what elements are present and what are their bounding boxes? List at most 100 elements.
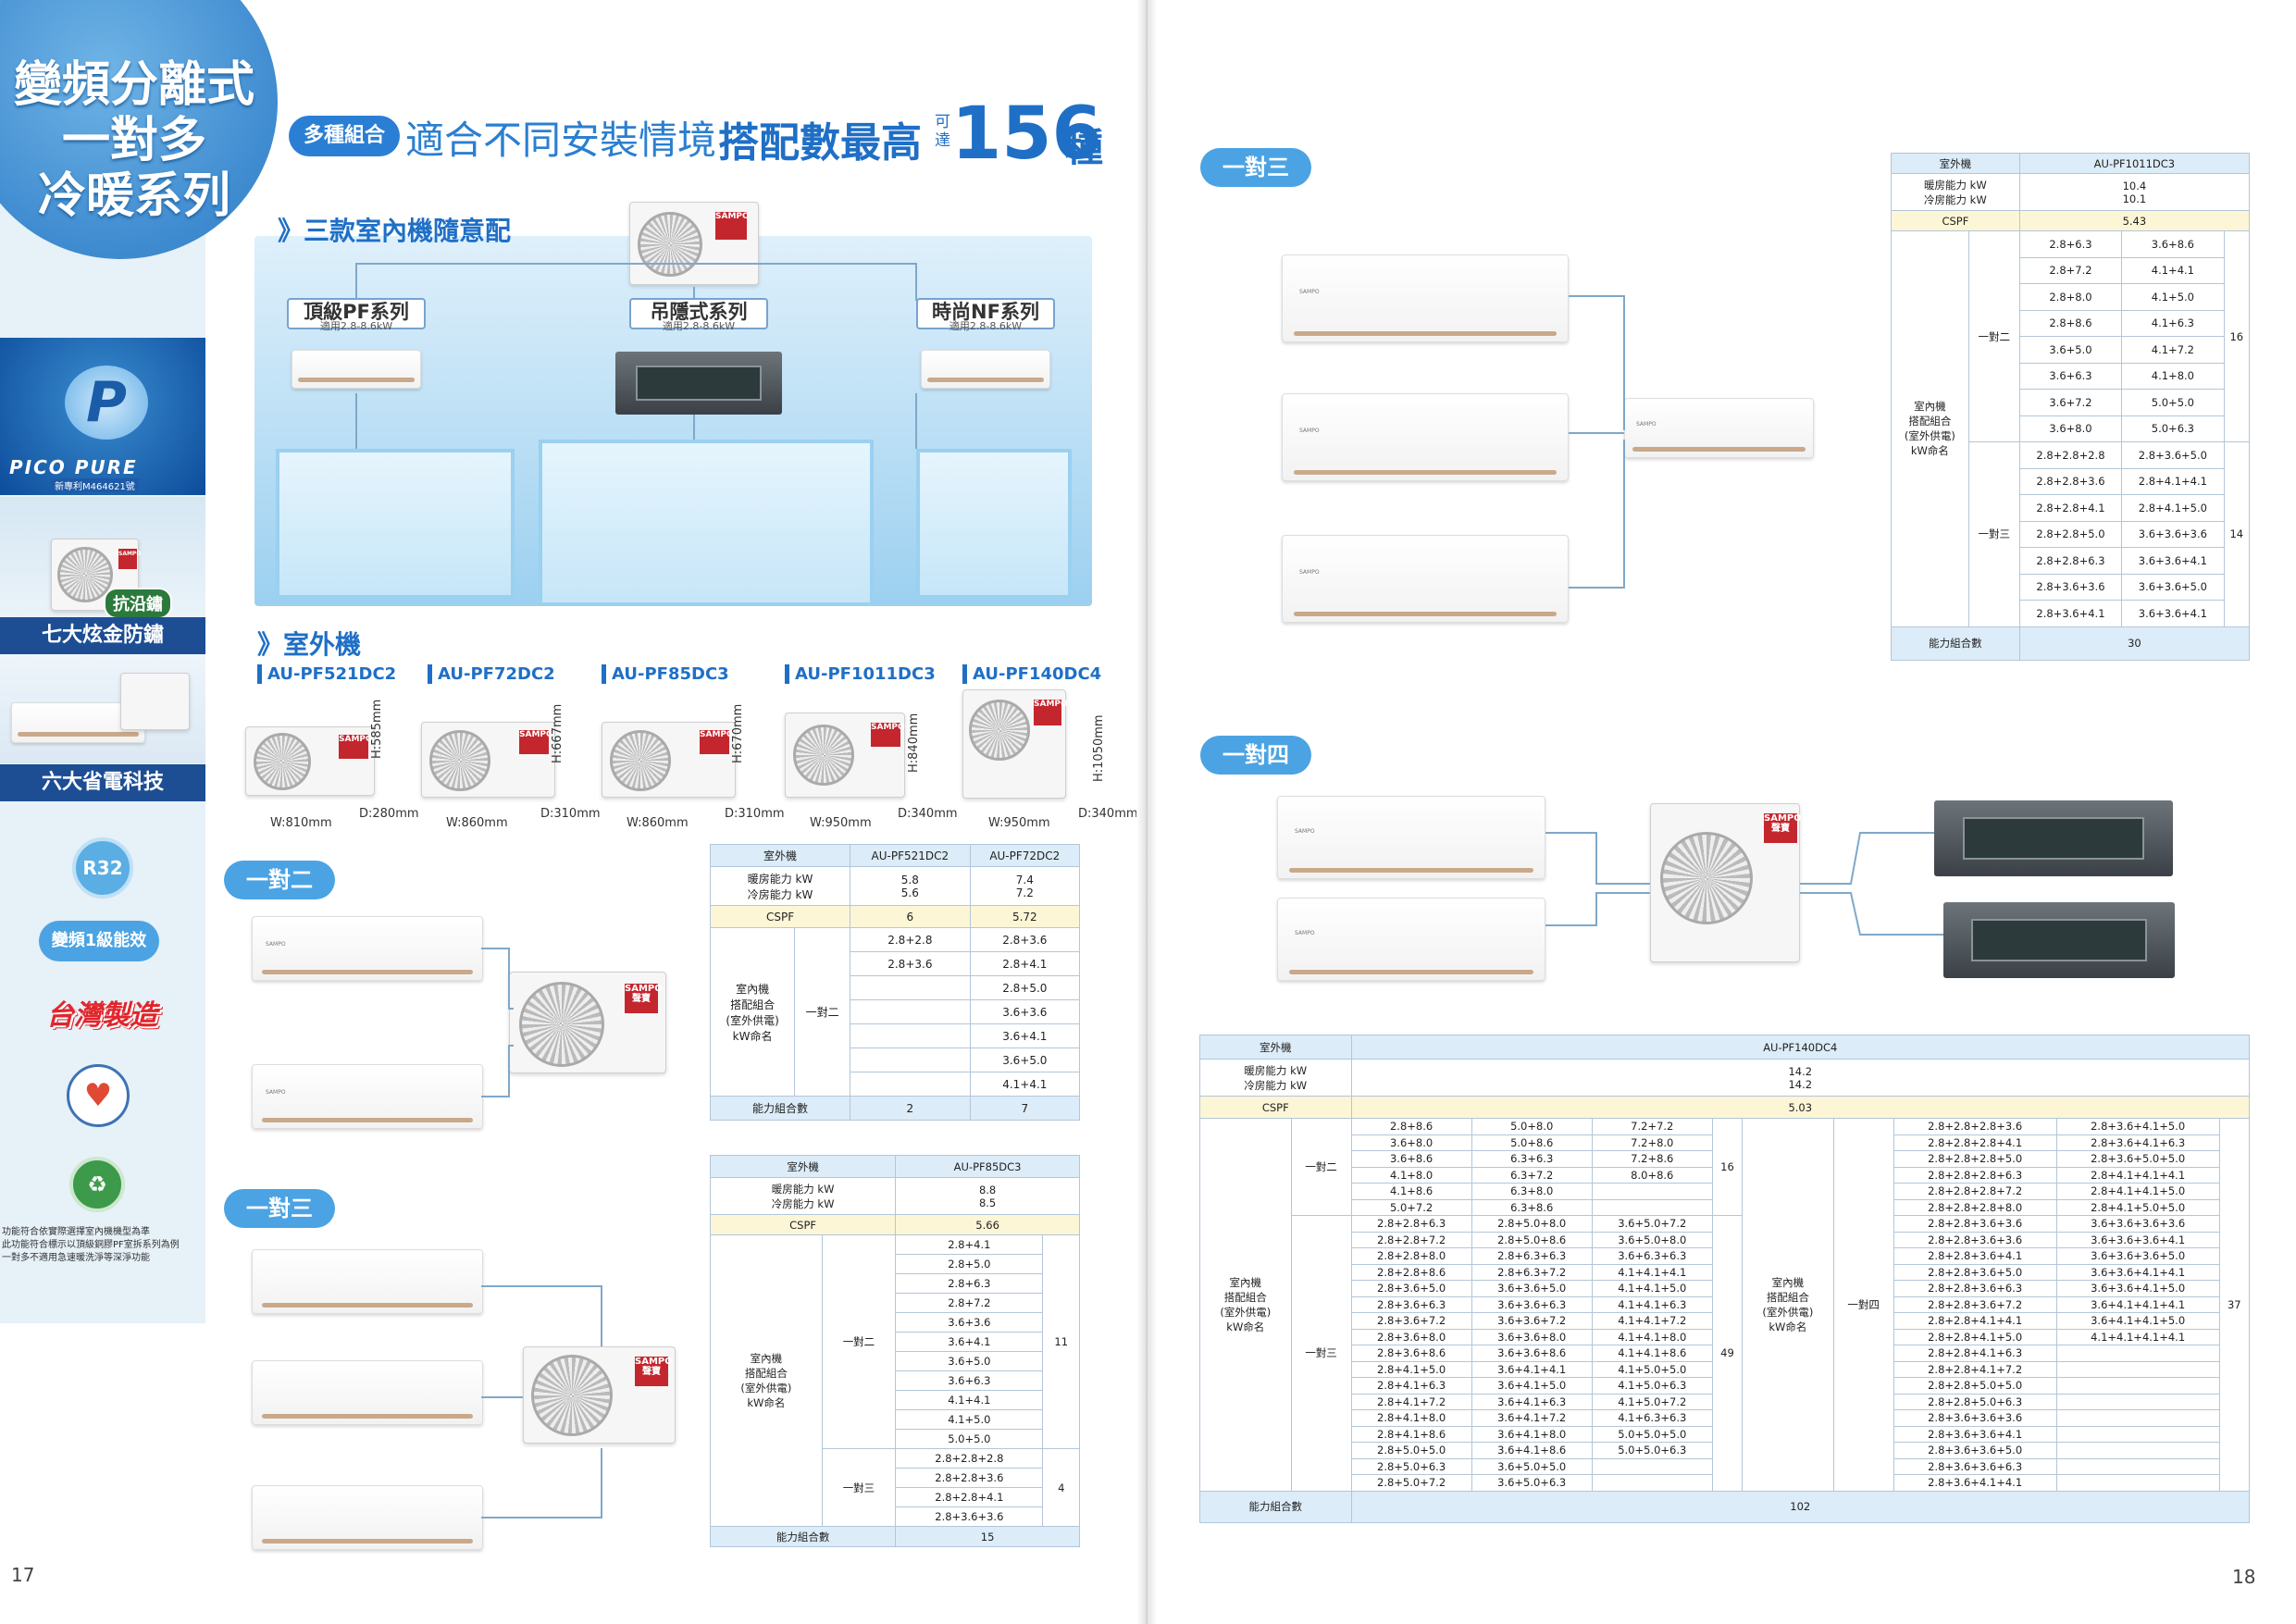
- combo-cell: 2.8+2.8+4.1: [895, 1487, 1044, 1507]
- combo-cell: 3.6+4.1+5.0: [1471, 1377, 1593, 1395]
- cell-line: 搭配組合: [744, 1367, 788, 1380]
- cell-line: kW命名: [1769, 1320, 1807, 1333]
- count-label: 能力組合數: [709, 1526, 897, 1547]
- combo-cell: 2.8+2.8+2.8+5.0: [1893, 1150, 2057, 1168]
- anti-rust-badge: 抗沿鏽: [104, 588, 172, 619]
- indoor-heading: 》三款室內機隨意配: [278, 216, 512, 246]
- series-title: 變頻分離式 一對多 冷暖系列: [0, 57, 268, 224]
- connector-line: [1800, 892, 1943, 936]
- cspf-value: 5.66: [895, 1214, 1080, 1235]
- r32-badge: R32: [72, 837, 133, 899]
- type-label: 一對二: [821, 1234, 897, 1449]
- cell-line: 冷房能力 kW: [771, 1196, 835, 1210]
- indoor-unit-image: SAMPO: [252, 916, 483, 981]
- combo-cell: 3.6+5.0+6.3: [1471, 1474, 1593, 1492]
- combo-cell: 2.8+2.8+8.0: [1350, 1247, 1472, 1265]
- connector-line: [481, 948, 514, 1010]
- outdoor-unit-521: SAMPO: [245, 726, 375, 796]
- combo-cell: 3.6+3.6+3.6+4.1: [2055, 1231, 2220, 1248]
- indoor-unit-image: SAMPO: [252, 1064, 483, 1129]
- combo-line: 室內機: [736, 982, 770, 996]
- combo-cell: [2055, 1457, 2220, 1475]
- combo-cell: 2.8+6.3: [895, 1273, 1044, 1294]
- combo-cell: [850, 999, 971, 1024]
- title-line-1: 變頻分離式: [13, 57, 254, 113]
- sampo-mark: SAMPO: [1636, 421, 1657, 428]
- connector-line: [481, 1285, 602, 1346]
- combo-cell: 2.8+4.1: [969, 951, 1081, 976]
- combo-cell: 2.8+4.1+4.1: [2121, 467, 2225, 495]
- combo-line: 搭配組合: [730, 998, 776, 1011]
- cell-line: 搭配組合: [1223, 1290, 1267, 1304]
- dim-height: H:667mm: [551, 703, 565, 763]
- model-label: AU-PF140DC4: [962, 664, 1101, 684]
- combo-cell: 4.1+4.1: [895, 1390, 1044, 1410]
- combo-cell: 5.0+8.0: [1471, 1118, 1593, 1135]
- combo-cell: 3.6+6.3+6.3: [1591, 1247, 1713, 1265]
- indoor-unit-image: SAMPO: [1624, 398, 1814, 458]
- combo-line: kW命名: [732, 1029, 773, 1043]
- title-line-2: 一對多: [61, 113, 206, 168]
- page-fold: [1136, 0, 1157, 1624]
- combo-cell: [850, 1048, 971, 1072]
- connector-line: [481, 1045, 514, 1097]
- combo-cell: 2.8+4.1+5.0: [2121, 494, 2225, 522]
- header-outdoor: 室外機: [1891, 153, 2020, 174]
- combo-cell: 2.8+2.8+2.8+7.2: [1893, 1183, 2057, 1200]
- combo-cell: 4.1+8.0: [1350, 1166, 1472, 1184]
- combo-cell: 3.6+3.6+4.1+4.1: [2055, 1263, 2220, 1281]
- outdoor-unit-image: [120, 673, 190, 730]
- combo-cell: 2.8+2.8+5.0+6.3: [1893, 1393, 2057, 1410]
- combo-cell: 2.8+2.8+8.6: [1350, 1263, 1472, 1281]
- combo-cell: 3.6+5.0: [895, 1351, 1044, 1371]
- outdoor-unit-140: SAMPO: [962, 689, 1068, 799]
- combo-cell: 4.1+4.1+5.0: [1591, 1280, 1713, 1297]
- sampo-logo: SAMPO: [1034, 700, 1068, 725]
- combo-cell: 3.6+5.0+5.0: [1471, 1457, 1593, 1475]
- sampo-logo: SAMPO: [700, 730, 734, 754]
- cool-value: 5.6: [900, 886, 919, 899]
- one-to-two-badge: 一對二: [224, 861, 335, 899]
- indoor-unit-image: SAMPO: [1282, 393, 1569, 481]
- page-number-left: 17: [11, 1564, 35, 1586]
- combo-cell: [2055, 1442, 2220, 1459]
- dim-width: W:860mm: [627, 816, 689, 830]
- combo-cell: 5.0+5.0: [895, 1429, 1044, 1449]
- type-label: 一對四: [1832, 1118, 1894, 1492]
- combo-cell: 2.8+2.8+3.6: [2018, 467, 2123, 495]
- indoor-unit-nf: [921, 350, 1050, 389]
- dim-width: W:950mm: [810, 816, 872, 830]
- page-number-right: 18: [2232, 1566, 2256, 1588]
- combo-label: 室內機搭配組合(室外供電)kW命名: [709, 927, 796, 1097]
- cspf-label: CSPF: [709, 905, 851, 928]
- outdoor-unit-85: SAMPO: [602, 722, 736, 798]
- combo-cell: 2.8+5.0+8.0: [1471, 1215, 1593, 1233]
- indoor-type-name: 時尚NF系列: [932, 301, 1039, 323]
- headline-emphasis: 搭配數最高: [718, 119, 922, 167]
- dim-depth: D:280mm: [359, 807, 419, 821]
- combo-cell: 3.6+4.1+8.6: [1471, 1442, 1593, 1459]
- combo-cell: 2.8+6.3+6.3: [1471, 1247, 1593, 1265]
- combo-label: 室內機搭配組合(室外供電)kW命名: [1199, 1118, 1292, 1492]
- combo-cell: 4.1+4.1+4.1: [1591, 1263, 1713, 1281]
- type-label: 一對三: [1290, 1215, 1352, 1492]
- combo-cell: 2.8+6.3+7.2: [1471, 1263, 1593, 1281]
- combo-cell: 3.6+5.0+7.2: [1591, 1215, 1713, 1233]
- combo-cell: [850, 1023, 971, 1048]
- dim-depth: D:340mm: [898, 807, 958, 821]
- connector-lines: [481, 948, 514, 1097]
- count-value: 7: [969, 1096, 1081, 1121]
- combo-cell: 3.6+5.0: [2018, 336, 2123, 364]
- pico-pure-panel: P PICO PURE 新專利M464621號: [0, 338, 205, 495]
- type-count: 4: [1042, 1448, 1080, 1527]
- combo-cell: 2.8+3.6+7.2: [1350, 1312, 1472, 1330]
- indoor-type-range: 適用2.8-8.6kW: [949, 320, 1023, 332]
- anti-rust-panel: SAMPO 抗沿鏽: [0, 497, 205, 619]
- combo-cell: 2.8+2.8+3.6: [895, 1468, 1044, 1488]
- headline-number: 156: [951, 93, 1102, 176]
- combo-cell: 3.6+4.1+4.1: [1471, 1360, 1593, 1378]
- footnote-line: 此功能符合標示以頂級銅膠PF室拆系列為例: [2, 1240, 180, 1250]
- combo-cell: 2.8+5.0+6.3: [1350, 1457, 1472, 1475]
